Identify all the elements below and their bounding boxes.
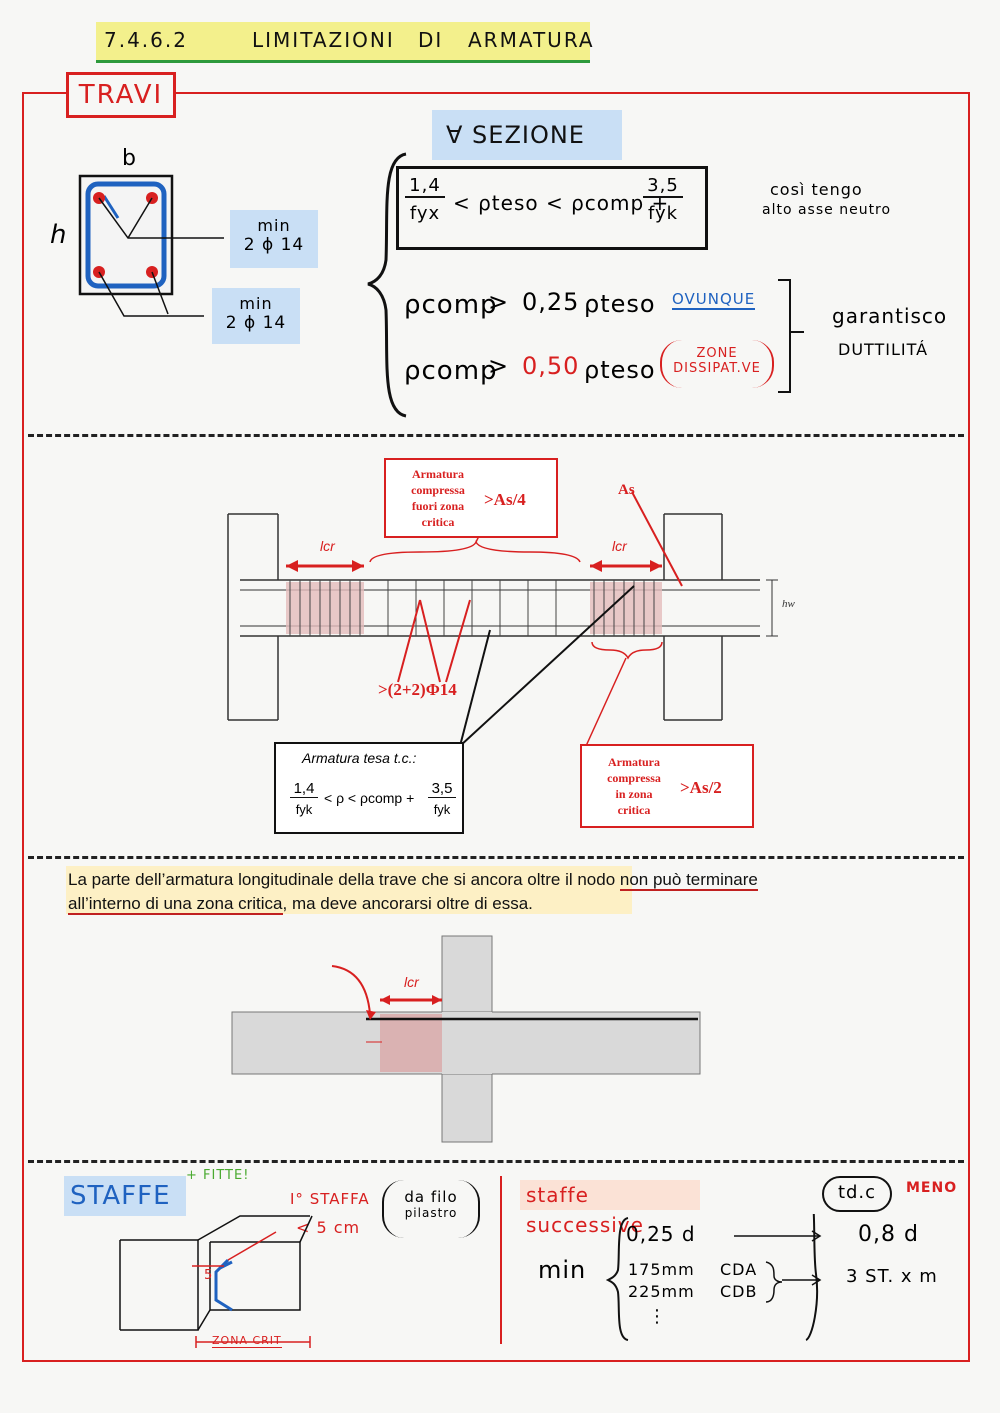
successive-row-2a: 175mm (628, 1260, 695, 1279)
column-face-note: da filo pilastro (382, 1180, 480, 1238)
lcr-left-label: lcr (320, 538, 335, 554)
successive-row-3a: 225mm (628, 1282, 695, 1301)
title-word-2: DI (418, 28, 444, 52)
eq2-operator: > (488, 288, 510, 316)
separator-2 (28, 856, 964, 859)
note-highlight (66, 866, 632, 914)
stirrup-spacing-s: 5 (204, 1268, 214, 1283)
section-title: 7.4.6.2 LIMITAZIONI DI ARMATURA (96, 22, 593, 63)
lcr-right-label: lcr (612, 538, 627, 554)
ovunque-tag: OVUNQUE (672, 290, 756, 310)
staffe-label-box: STAFFE (64, 1176, 186, 1216)
tdc-badge: td.c (822, 1176, 892, 1212)
meno-label: MENO (906, 1180, 958, 1196)
stirrup-sketch (119, 1215, 313, 1348)
result-1: 0,8 d (858, 1222, 919, 1247)
curly-brace (367, 152, 407, 418)
bars-label: >(2+2)Φ14 (378, 680, 457, 699)
eq2-lhs: ρcomp (404, 290, 498, 320)
beam-column-node-diagram (231, 935, 701, 1143)
page-frame (22, 92, 970, 1362)
cross-section-drawing (78, 174, 224, 317)
cross-section: b h min 2 ϕ 14 min 2 ϕ 14 (44, 140, 334, 360)
separator-1 (28, 434, 964, 437)
conclusion-2: DUTTILITÁ (838, 340, 929, 359)
anchorage-note: La parte dell’armatura longitudinale del… (68, 870, 758, 915)
first-stirrup-limit: < 5 cm (296, 1218, 361, 1237)
box-compressed-in-critical: Armatura compressa in zona critica >As/2 (580, 744, 754, 828)
hw-label: hw (782, 598, 795, 610)
as-label: As (618, 482, 635, 498)
successive-braces (606, 1214, 822, 1341)
top-bars-note: min 2 ϕ 14 (230, 210, 318, 268)
successive-row-1: 0,25 d (626, 1222, 696, 1246)
eq3-operator: > (488, 352, 510, 380)
eq2-rhs: ρteso (584, 290, 656, 318)
critical-zone-label: ZONA CRIT (212, 1334, 282, 1348)
height-label-h: h (50, 220, 68, 250)
bottom-bars-note: min 2 ϕ 14 (212, 288, 300, 344)
first-stirrup-label: I° STAFFA (290, 1190, 370, 1208)
successive-title-box: staffe successive (520, 1180, 700, 1237)
eq3-rhs: ρteso (584, 356, 656, 384)
fitte-note: + FITTE! (186, 1168, 250, 1183)
eq2-value: 0,25 (522, 288, 580, 316)
right-bracket (778, 279, 804, 393)
node-lcr-label: lcr (404, 974, 419, 990)
result-2: 3 ST. x m (846, 1266, 938, 1287)
neutral-axis-note-2: alto asse neutro (762, 202, 892, 218)
travi-label: TRAVI (66, 72, 176, 118)
successive-row-2b: CDA (720, 1260, 758, 1279)
staffe-divider (500, 1176, 502, 1344)
eq3-lhs: ρcomp (404, 356, 498, 386)
sezione-header: ∀ SEZIONE (432, 110, 622, 160)
reinforcement-ratio-box: 1,4 fyx < ρteso < ρcomp + 3,5 fyk (396, 166, 708, 250)
box-tension-reinforcement: Armatura tesa t.c.: 1,4 fyk < ρ < ρcomp … (274, 742, 464, 834)
width-label-b: b (122, 146, 137, 171)
beam-diagram (227, 491, 778, 747)
eq3-value: 0,50 (522, 352, 580, 380)
successive-row-3b: CDB (720, 1282, 758, 1301)
title-word-1: LIMITAZIONI (252, 28, 395, 52)
title-word-3: ARMATURA (468, 28, 595, 52)
title-number: 7.4.6.2 (104, 28, 188, 52)
conclusion-1: garantisco (832, 304, 948, 328)
min-label: min (538, 1256, 587, 1284)
successive-row-more: ⋮ (648, 1306, 667, 1327)
separator-3 (28, 1160, 964, 1163)
neutral-axis-note-1: così tengo (770, 180, 863, 199)
dissipative-zones-tag: ZONE DISSIPAT.VE (660, 340, 774, 388)
box-compressed-outside-critical: Armatura compressa fuori zona critica >A… (384, 458, 558, 538)
